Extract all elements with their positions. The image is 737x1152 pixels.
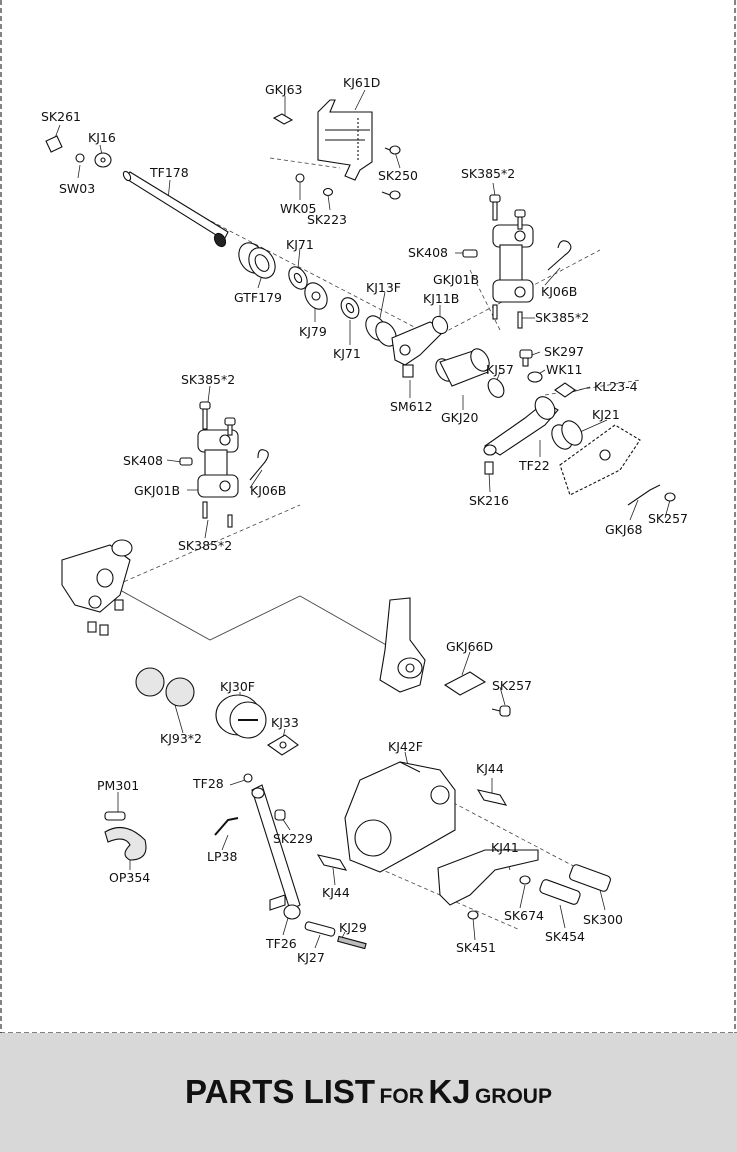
label-sk408-right: SK408 (408, 245, 448, 260)
label-kj30f: KJ30F (220, 679, 255, 694)
title-word-parts-list: PARTS LIST (185, 1073, 376, 1110)
label-sk257-middle: SK257 (492, 678, 532, 693)
label-kj06b-right: KJ06B (541, 284, 577, 299)
label-wk11: WK11 (546, 362, 582, 377)
label-sk385-bottom-left: SK385*2 (178, 538, 232, 553)
label-kj79: KJ79 (299, 324, 327, 339)
label-kj71-b: KJ71 (333, 346, 361, 361)
label-kj61d: KJ61D (343, 75, 380, 90)
label-sk229: SK229 (273, 831, 313, 846)
label-kj42f: KJ42F (388, 739, 423, 754)
label-kj21: KJ21 (592, 407, 620, 422)
page-title: PARTS LIST FOR KJ GROUP (0, 1073, 737, 1111)
label-sk250: SK250 (378, 168, 418, 183)
label-sk300: SK300 (583, 912, 623, 927)
label-sk408-left: SK408 (123, 453, 163, 468)
label-tf22: TF22 (518, 458, 550, 473)
label-kj29: KJ29 (339, 920, 367, 935)
label-kj06b-left: KJ06B (250, 483, 286, 498)
label-gkj01b-right: GKJ01B (433, 272, 479, 287)
assembly-link-line (119, 589, 396, 651)
title-word-kj: KJ (428, 1073, 471, 1110)
label-kj13f: KJ13F (366, 280, 401, 295)
label-sk674: SK674 (504, 908, 544, 923)
label-kj41: KJ41 (491, 840, 519, 855)
label-sk451: SK451 (456, 940, 496, 955)
label-sm612: SM612 (390, 399, 433, 414)
label-tf26: TF26 (265, 936, 297, 951)
label-kl23-4: KL23-4 (594, 379, 638, 394)
label-kj11b: KJ11B (423, 291, 459, 306)
label-kj93: KJ93*2 (160, 731, 202, 746)
label-gkj20: GKJ20 (441, 410, 479, 425)
label-sk257-right: SK257 (648, 511, 688, 526)
label-op354: OP354 (109, 870, 150, 885)
label-sk385-top-left: SK385*2 (181, 372, 235, 387)
label-lp38: LP38 (207, 849, 237, 864)
label-tf178: TF178 (149, 165, 189, 180)
label-gkj68: GKJ68 (605, 522, 643, 537)
label-pm301: PM301 (97, 778, 139, 793)
label-sk261: SK261 (41, 109, 81, 124)
part-labels: KJ61D GKJ63 SK261 KJ16 SW03 TF178 SK250 … (41, 75, 688, 965)
label-kj71-a: KJ71 (286, 237, 314, 252)
part-drawings (45, 99, 676, 950)
exploded-parts-diagram: KJ61D GKJ63 SK261 KJ16 SW03 TF178 SK250 … (0, 0, 737, 1033)
label-sk385-top-right: SK385*2 (461, 166, 515, 181)
label-sk385-bottom-right: SK385*2 (535, 310, 589, 325)
label-sk216: SK216 (469, 493, 509, 508)
label-gkj63: GKJ63 (265, 82, 302, 97)
label-gkj01b-left: GKJ01B (134, 483, 180, 498)
label-kj16: KJ16 (88, 130, 116, 145)
label-gtf179: GTF179 (234, 290, 282, 305)
label-kj44-bottom: KJ44 (322, 885, 350, 900)
title-word-group: GROUP (474, 1085, 552, 1108)
label-gkj66d: GKJ66D (446, 639, 493, 654)
label-sk223: SK223 (307, 212, 347, 227)
label-wk05: WK05 (280, 201, 316, 216)
label-sk454: SK454 (545, 929, 585, 944)
footer-banner: PARTS LIST FOR KJ GROUP (0, 1033, 737, 1152)
label-kj27: KJ27 (297, 950, 325, 965)
page-border (0, 0, 737, 1033)
label-tf28: TF28 (192, 776, 224, 791)
label-kj44-top: KJ44 (476, 761, 504, 776)
label-kj57: KJ57 (486, 362, 514, 377)
label-sw03: SW03 (59, 181, 95, 196)
title-word-for: FOR (379, 1085, 424, 1108)
label-sk297: SK297 (544, 344, 584, 359)
label-kj33: KJ33 (271, 715, 299, 730)
